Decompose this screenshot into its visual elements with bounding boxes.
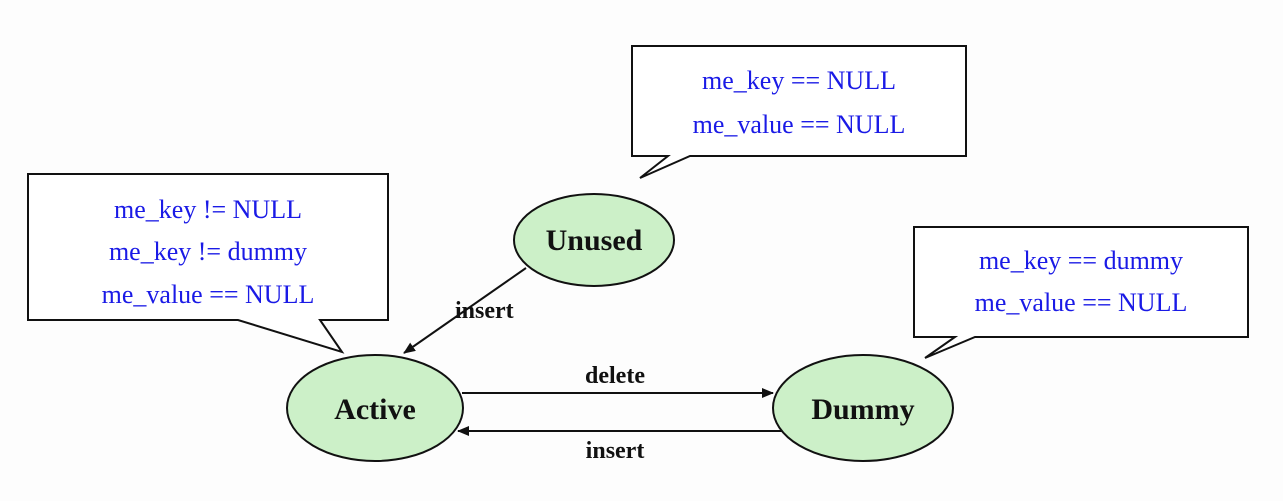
callout-active-line-3: me_value == NULL [102, 280, 315, 309]
callout-dummy: me_key == dummy me_value == NULL [913, 226, 1249, 359]
callout-active: me_key != NULL me_key != dummy me_value … [27, 173, 389, 354]
callout-unused-box [631, 45, 967, 179]
state-active-label: Active [334, 393, 416, 426]
state-unused-label: Unused [546, 224, 643, 257]
callout-unused-line-2: me_value == NULL [693, 110, 906, 139]
edge-label-insert-from-unused: insert [455, 298, 514, 324]
state-active: Active [286, 354, 464, 462]
callout-dummy-box [913, 226, 1249, 359]
edges [403, 267, 783, 436]
state-dummy: Dummy [772, 354, 954, 462]
callout-active-box [27, 173, 389, 354]
state-unused: Unused [513, 193, 675, 287]
callout-dummy-line-2: me_value == NULL [975, 288, 1188, 317]
state-unused-shape [513, 193, 675, 287]
state-dummy-shape [772, 354, 954, 462]
callout-active-line-2: me_key != dummy [109, 237, 307, 266]
edge-label-delete: delete [585, 363, 645, 389]
edge-unused-to-active [403, 267, 527, 354]
state-active-shape [286, 354, 464, 462]
edge-label-insert-from-dummy: insert [586, 438, 645, 464]
callout-unused-line-1: me_key == NULL [702, 66, 896, 95]
callout-active-line-1: me_key != NULL [114, 195, 302, 224]
callout-unused: me_key == NULL me_value == NULL [631, 45, 967, 179]
callout-dummy-line-1: me_key == dummy [979, 246, 1183, 275]
state-dummy-label: Dummy [811, 393, 914, 426]
